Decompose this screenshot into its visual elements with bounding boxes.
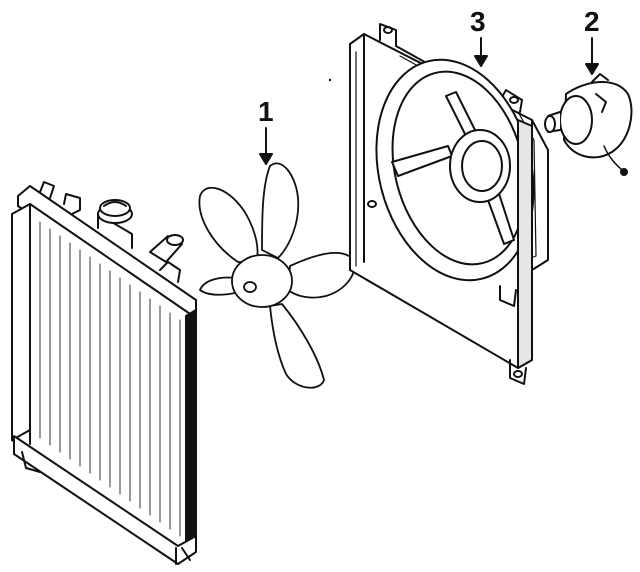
radiator: [11, 181, 197, 565]
fan-blade: [198, 162, 356, 389]
fan-shroud: [349, 23, 549, 385]
radiator-cap: [97, 199, 133, 249]
callout-number-3: 3: [470, 6, 486, 37]
callout-number-1: 1: [258, 96, 274, 127]
fan-motor: [544, 73, 633, 176]
callout-arrow-3: [474, 37, 488, 67]
callout-arrow-2: [585, 37, 599, 75]
callout-arrow-1: [259, 127, 273, 165]
callout-number-2: 2: [584, 6, 600, 37]
